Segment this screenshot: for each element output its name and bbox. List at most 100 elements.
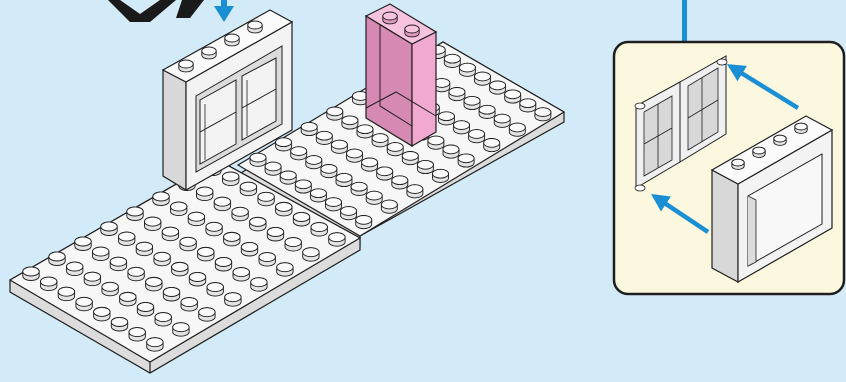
stud	[310, 189, 326, 202]
stud	[454, 121, 470, 134]
stud	[180, 237, 196, 251]
stud	[520, 99, 536, 112]
stud	[202, 47, 216, 59]
stud	[147, 338, 163, 352]
callout-connector	[682, 0, 687, 44]
stud	[58, 287, 74, 301]
stud	[417, 160, 433, 173]
stud	[224, 232, 240, 246]
stud	[347, 149, 363, 162]
stud	[75, 237, 91, 251]
stud	[120, 292, 136, 306]
stud	[93, 247, 109, 261]
stud	[458, 154, 474, 167]
stud	[188, 212, 204, 226]
step-number-cropped	[108, 0, 204, 22]
stud	[136, 242, 152, 256]
stud	[67, 262, 83, 276]
stud	[509, 123, 525, 136]
stud	[295, 180, 311, 193]
stud	[110, 257, 126, 271]
stud	[753, 147, 765, 157]
stud	[145, 217, 161, 231]
stud	[381, 200, 397, 213]
stud	[181, 298, 197, 312]
stud	[94, 307, 110, 321]
stud	[402, 152, 418, 165]
stud	[258, 192, 274, 206]
pink-brick	[366, 4, 436, 146]
stud	[732, 159, 744, 169]
stud	[329, 233, 345, 247]
stud	[469, 130, 485, 143]
stud	[444, 54, 460, 67]
stud	[321, 164, 337, 177]
stud	[311, 223, 327, 237]
stud	[233, 268, 249, 282]
stud	[154, 252, 170, 266]
stud	[494, 114, 510, 127]
stud	[155, 313, 171, 327]
stud	[259, 253, 275, 267]
stud	[443, 145, 459, 158]
stud	[179, 60, 193, 72]
stud	[189, 272, 205, 286]
stud	[285, 238, 301, 252]
stud	[173, 323, 189, 337]
stud	[351, 182, 367, 195]
stud	[76, 297, 92, 311]
stud	[129, 328, 145, 342]
stud	[535, 108, 551, 121]
stud	[128, 267, 144, 281]
stud	[23, 267, 39, 281]
assembly-callout	[614, 42, 844, 294]
stud	[251, 278, 267, 292]
stud	[240, 182, 256, 196]
stud	[84, 272, 100, 286]
stud	[207, 283, 223, 297]
stud	[433, 169, 449, 182]
stud	[341, 207, 357, 220]
stud	[479, 105, 495, 118]
stud	[241, 242, 257, 256]
stud	[306, 156, 322, 169]
stud	[357, 125, 373, 138]
stud	[276, 138, 292, 151]
stud	[372, 134, 388, 147]
stud	[505, 90, 521, 103]
stud	[795, 123, 807, 133]
stud	[277, 263, 293, 277]
stud	[119, 232, 135, 246]
stud	[366, 191, 382, 204]
stud	[127, 207, 143, 221]
stud	[198, 247, 214, 261]
stud	[428, 136, 444, 149]
stud	[206, 222, 222, 236]
stud	[291, 147, 307, 160]
stud	[326, 198, 342, 211]
stud	[387, 143, 403, 156]
stud	[101, 222, 117, 236]
stud	[146, 277, 162, 291]
stud	[171, 202, 187, 216]
stud	[331, 140, 347, 153]
stud	[459, 63, 475, 76]
stud	[407, 185, 423, 198]
stud	[392, 176, 408, 189]
stud	[111, 317, 127, 331]
stud	[280, 171, 296, 184]
stud	[250, 153, 266, 166]
stud	[265, 162, 281, 175]
stud	[293, 212, 309, 226]
stud	[153, 192, 169, 206]
stud	[316, 131, 332, 144]
stud	[301, 122, 317, 135]
stud	[163, 287, 179, 301]
stud	[327, 107, 343, 120]
stud	[162, 227, 178, 241]
stud	[250, 217, 266, 231]
stud	[267, 227, 283, 241]
stud	[342, 116, 358, 129]
stud	[362, 158, 378, 171]
